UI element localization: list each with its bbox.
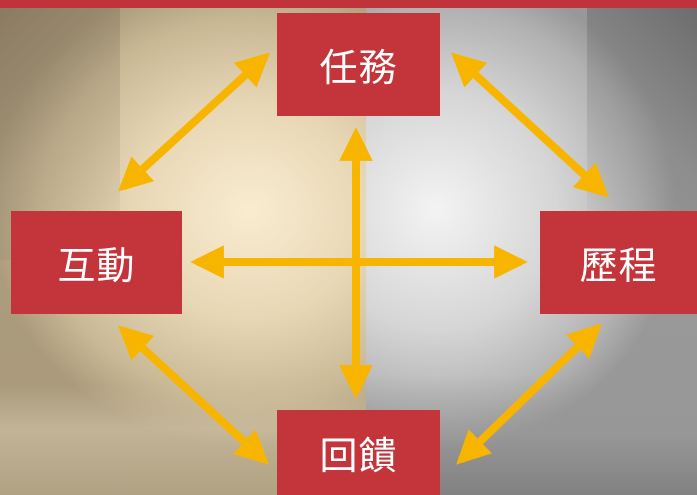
arrow-top-right bbox=[451, 52, 609, 198]
node-interaction: 互動 bbox=[11, 211, 182, 314]
top-accent-bar bbox=[0, 0, 697, 8]
node-process-label: 歷程 bbox=[579, 244, 658, 288]
arrow-right-bottom bbox=[456, 323, 602, 465]
node-task-label: 任務 bbox=[319, 46, 398, 90]
node-feedback: 回饋 bbox=[277, 410, 440, 495]
node-feedback-label: 回饋 bbox=[319, 434, 398, 478]
node-interaction-label: 互動 bbox=[57, 244, 136, 288]
arrow-top-left bbox=[118, 52, 270, 192]
node-process: 歷程 bbox=[540, 211, 697, 314]
arrow-left-bottom bbox=[118, 325, 269, 465]
node-task: 任務 bbox=[277, 13, 440, 116]
